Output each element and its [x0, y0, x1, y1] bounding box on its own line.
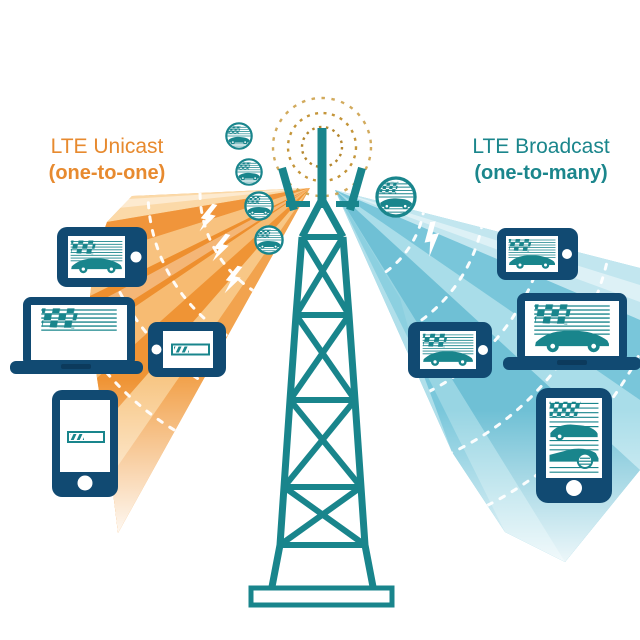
phone-home-button: [77, 475, 93, 491]
device-phone-portrait-unicast: [52, 390, 118, 497]
phone-button: [478, 345, 488, 355]
video-packet-icon: [255, 226, 282, 253]
broadcast-subtitle: (one-to-many): [474, 162, 608, 184]
tower-lattice: [278, 234, 367, 548]
phone-button: [130, 251, 142, 263]
device-tablet-broadcast: [536, 388, 612, 503]
device-phone-landscape-broadcast: [497, 228, 578, 280]
progress-bar: [67, 431, 105, 443]
device-laptop-broadcast: [503, 293, 640, 370]
progress-bar: [171, 343, 210, 356]
broadcast-label: LTE Broadcast (one-to-many): [455, 134, 627, 186]
video-packet-icon: [236, 159, 261, 184]
broadcast-title: LTE Broadcast: [472, 135, 610, 158]
phone-button: [562, 249, 572, 259]
video-packet-icon: [226, 123, 251, 148]
cell-tower-icon: [248, 128, 395, 608]
device-phone-progress-unicast: [148, 322, 226, 377]
device-phone-landscape-broadcast-2: [408, 322, 492, 378]
video-packet-icon: [245, 192, 272, 219]
unicast-title: LTE Unicast: [50, 135, 164, 158]
device-laptop-unicast: [10, 297, 143, 374]
unicast-label: LTE Unicast (one-to-one): [21, 134, 193, 186]
tower-base: [248, 585, 395, 608]
video-packet-icon-broadcast: [377, 178, 415, 216]
device-phone-landscape-unicast: [57, 227, 147, 287]
tablet-home-button: [566, 480, 582, 496]
unicast-subtitle: (one-to-one): [48, 162, 166, 184]
phone-button: [151, 344, 162, 355]
